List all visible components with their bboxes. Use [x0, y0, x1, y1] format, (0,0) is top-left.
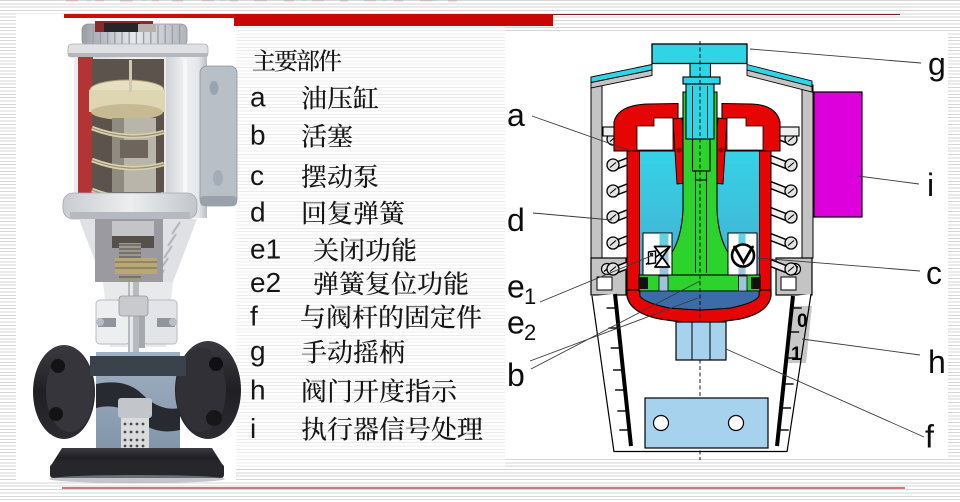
- svg-text:g: g: [928, 46, 946, 82]
- svg-text:2: 2: [524, 320, 536, 345]
- svg-text:b: b: [250, 120, 266, 151]
- svg-text:c: c: [926, 255, 942, 291]
- svg-text:e1: e1: [250, 234, 281, 265]
- svg-text:e: e: [507, 269, 525, 305]
- svg-text:0: 0: [797, 311, 808, 332]
- svg-text:a: a: [507, 97, 525, 133]
- svg-text:b: b: [507, 357, 525, 393]
- svg-text:f: f: [250, 301, 258, 332]
- svg-text:d: d: [250, 197, 266, 228]
- svg-text:a: a: [250, 81, 266, 112]
- svg-text:e2: e2: [250, 267, 281, 298]
- svg-text:i: i: [250, 413, 256, 444]
- svg-text:i: i: [927, 167, 934, 203]
- svg-text:f: f: [925, 419, 934, 455]
- svg-text:d: d: [507, 202, 525, 238]
- svg-text:e: e: [507, 305, 525, 341]
- svg-text:1: 1: [524, 284, 536, 309]
- svg-text:1: 1: [791, 344, 802, 365]
- svg-text:h: h: [928, 344, 946, 380]
- svg-text:g: g: [250, 335, 266, 366]
- svg-text:h: h: [250, 375, 266, 406]
- svg-text:c: c: [250, 160, 264, 191]
